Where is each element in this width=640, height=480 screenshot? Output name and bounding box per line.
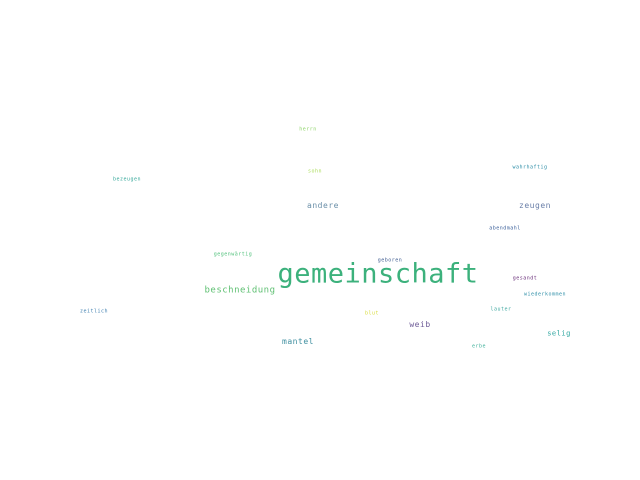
word-gesandt: gesandt	[512, 275, 538, 282]
word-herrn: herrn	[299, 126, 317, 133]
word-gegenwaertig: gegenwärtig	[213, 251, 253, 258]
word-bezeugen: bezeugen	[112, 176, 142, 183]
word-wiederkommen: wiederkommen	[523, 291, 567, 298]
word-gemeinschaft: gemeinschaft	[277, 258, 479, 290]
word-sohn: sohn	[307, 168, 323, 175]
word-andere: andere	[307, 201, 339, 210]
word-abendmahl: abendmahl	[489, 225, 521, 232]
word-zeugen: zeugen	[519, 201, 551, 210]
word-blut: blut	[364, 310, 380, 317]
word-erbe: erbe	[471, 343, 487, 350]
word-mantel: mantel	[282, 337, 314, 346]
word-geboren: geboren	[377, 257, 403, 264]
word-zeitlich: zeitlich	[79, 308, 109, 315]
word-beschneidung: beschneidung	[204, 285, 276, 296]
word-selig: selig	[547, 329, 571, 338]
word-wahrhaftig: wahrhaftig	[512, 164, 548, 171]
word-weib: weib	[409, 320, 431, 329]
word-lauter: lauter	[490, 306, 512, 313]
